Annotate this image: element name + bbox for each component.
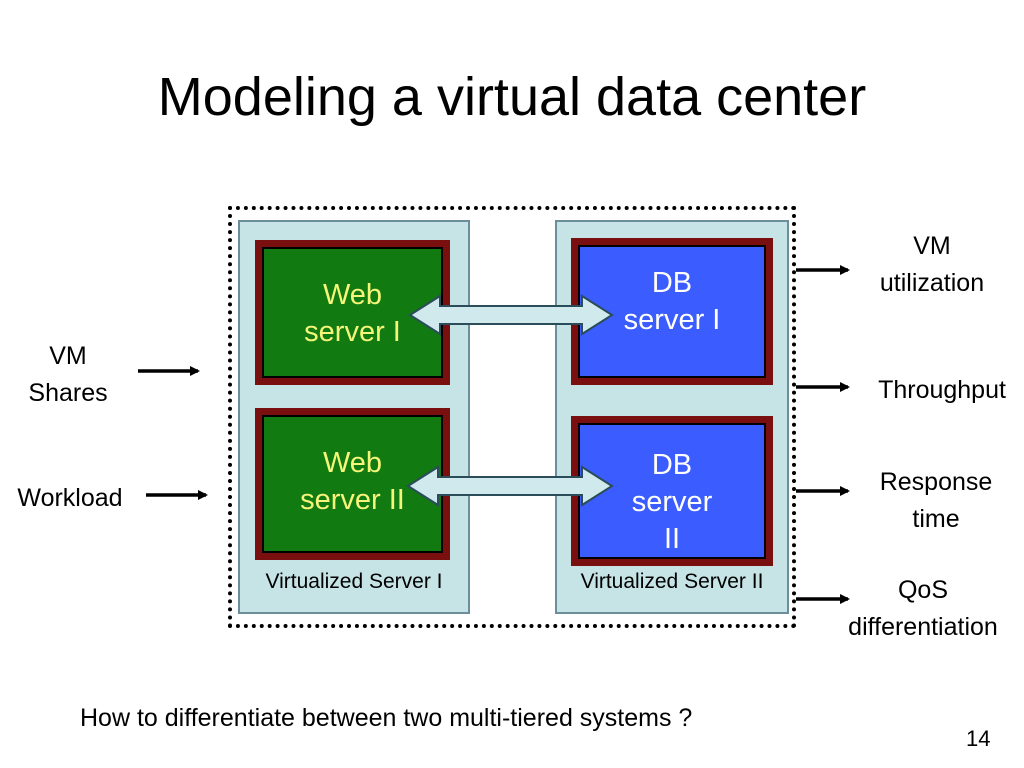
web-server-2-line2: server II xyxy=(300,484,405,516)
vm-utilization-line1: VM xyxy=(913,232,951,260)
qos-line2: differentiation xyxy=(848,613,998,641)
vm-utilization-line2: utilization xyxy=(879,269,985,297)
response-time-line1: Response xyxy=(879,468,993,496)
db-server-2-line1: DB xyxy=(651,449,693,481)
web-server-2-line1: Web xyxy=(322,447,383,479)
footer-question: How to differentiate between two multi-t… xyxy=(80,704,693,732)
throughput-label: Throughput xyxy=(878,376,1006,404)
connector-web1-db1 xyxy=(408,294,614,336)
response-time-line2: time xyxy=(912,505,960,533)
db-server-2-line2: server xyxy=(631,486,713,518)
server-1-label: Virtualized Server I xyxy=(265,570,443,593)
db-server-1-line1: DB xyxy=(651,267,693,299)
web-server-1-line2: server I xyxy=(304,316,401,348)
qos-label: QoS differentiation xyxy=(826,572,1020,646)
vm-shares-line1: VM xyxy=(49,342,87,370)
workload-label: Workload xyxy=(17,484,123,512)
vm-utilization-label: VM utilization xyxy=(862,228,1002,302)
page-title: Modeling a virtual data center xyxy=(157,67,867,127)
connector-web2-db2 xyxy=(406,465,614,507)
db-server-2-line3: II xyxy=(663,523,681,555)
slide-number: 14 xyxy=(966,726,991,751)
vm-shares-line2: Shares xyxy=(28,379,108,407)
server-2-label: Virtualized Server II xyxy=(580,570,764,593)
vm-shares-label: VM Shares xyxy=(8,338,128,412)
db-server-1-line2: server I xyxy=(623,304,721,336)
response-time-label: Response time xyxy=(862,464,1010,538)
qos-line1: QoS xyxy=(897,576,949,604)
web-server-1-line1: Web xyxy=(322,279,383,311)
data-center-boundary xyxy=(228,206,796,628)
